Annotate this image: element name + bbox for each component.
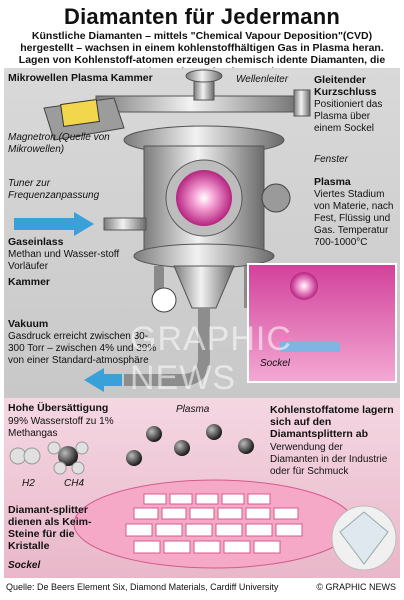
label-gas-inlet-title: Gaseinlass [8, 236, 64, 248]
plasma-inset [247, 263, 397, 383]
label-chamber: Mikrowellen Plasma Kammer [8, 72, 153, 84]
label-magnetron: Magnetron (Quelle von Mikrowellen) [8, 132, 110, 155]
growth-illustration [9, 424, 397, 571]
gas-inlet-pipe [103, 217, 147, 231]
label-h2: H2 [22, 478, 35, 489]
label-supersat-title: Hohe Übersättigung [8, 402, 109, 414]
sliding-short [293, 89, 311, 117]
label-tuner: Tuner zur Frequenzanpassung [8, 178, 100, 201]
label-plasma-title: Plasma [314, 176, 351, 188]
copyright: © GRAPHIC NEWS [316, 582, 396, 592]
carbon-atom [146, 426, 162, 442]
plasma-window [176, 170, 232, 226]
page-title: Diamanten für Jedermann [63, 4, 340, 29]
label-socket-lower: Sockel [8, 560, 41, 571]
exhaust-pipe [124, 308, 210, 386]
side-port [261, 183, 291, 213]
inset-socket [280, 342, 340, 352]
label-sliding-short-title: Gleitender Kurzschluss [314, 74, 377, 98]
exhaust-arrow [84, 368, 122, 392]
watermark-text: GRAPHIC NEWS [130, 320, 292, 397]
carbon-atom [206, 424, 222, 440]
label-supersat-text: 99% Wasserstoff zu 1% Methangas [8, 416, 114, 439]
label-carbon-title: Kohlenstoffatome lagern sich auf den Dia… [270, 404, 394, 440]
vacuum-gauge [151, 287, 177, 313]
diamond-seed-grid [125, 493, 303, 554]
carbon-atom [238, 438, 254, 454]
label-window: Fenster [314, 154, 348, 165]
label-vacuum-title: Vakuum [8, 318, 49, 330]
socket-disc [73, 479, 355, 569]
label-sliding-short-text: Positioniert das Plasma über einem Socke… [314, 99, 383, 134]
ch4-molecule [47, 441, 89, 475]
carbon-atom [174, 440, 190, 456]
label-ch4: CH4 [64, 478, 85, 489]
label-splinter: Diamant-splitter dienen als Keim-Steine … [8, 504, 92, 552]
magnetron-box [43, 97, 125, 141]
h2-molecule [9, 447, 41, 465]
exhaust-funnel [173, 265, 235, 309]
label-vacuum-text: Gasdruck erreicht zwischen 30-300 Torr –… [8, 331, 157, 366]
label-carbon-text: Verwendung der Diamanten in der Industri… [270, 442, 388, 477]
chamber-leg-left [154, 266, 164, 308]
label-plasma-lower: Plasma [176, 404, 210, 415]
carbon-atom [126, 450, 142, 466]
source-line: Quelle: De Beers Element Six, Diamond Ma… [6, 582, 279, 592]
gas-inlet-arrow [14, 212, 94, 236]
label-socket: Sockel [260, 358, 291, 369]
plasma-inset-glow [290, 272, 318, 300]
reactor-illustration [14, 69, 397, 392]
label-plasma-text: Viertes Stadium von Materie, nach Fest, … [314, 189, 394, 248]
label-gas-inlet-text: Methan und Wasser-stoff Vorläufer [8, 249, 120, 272]
label-waveguide: Wellenleiter [236, 74, 289, 85]
label-chamber2: Kammer [8, 276, 51, 288]
